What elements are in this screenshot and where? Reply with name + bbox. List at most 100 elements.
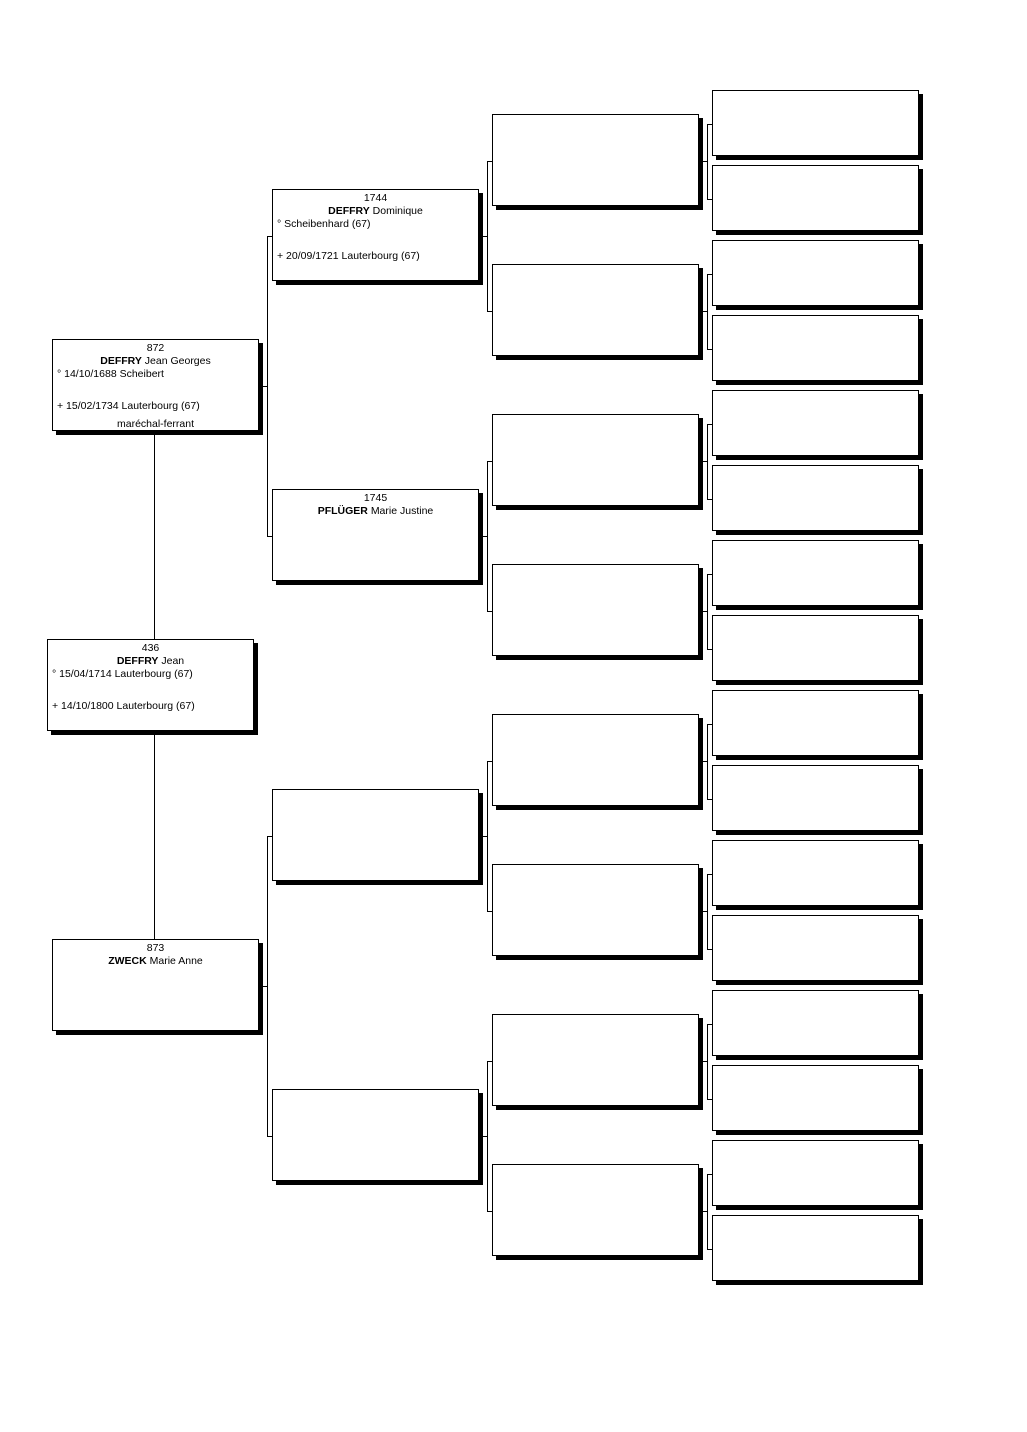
connector-line (267, 536, 273, 537)
connector-line (702, 161, 707, 162)
connector-line (262, 386, 268, 387)
connector-line (702, 1211, 707, 1212)
empty-person-box[interactable] (492, 864, 699, 956)
empty-person-box[interactable] (712, 390, 919, 456)
person-box-872[interactable]: 872 DEFFRY Jean Georges ° 14/10/1688 Sch… (52, 339, 259, 431)
connector-line (707, 1174, 713, 1175)
empty-person-box[interactable] (712, 915, 919, 981)
connector-line (707, 124, 713, 125)
empty-person-box[interactable] (712, 990, 919, 1056)
empty-person-box[interactable] (712, 540, 919, 606)
connector-line (487, 911, 493, 912)
person-box-1744[interactable]: 1744 DEFFRY Dominique ° Scheibenhard (67… (272, 189, 479, 281)
person-surname: DEFFRY (116, 655, 159, 667)
connector-line (707, 1024, 713, 1025)
connector-line (267, 836, 268, 1136)
empty-person-box[interactable] (492, 1014, 699, 1106)
empty-person-box[interactable] (712, 240, 919, 306)
connector-line (707, 949, 713, 950)
person-given-name: Dominique (372, 205, 423, 217)
empty-person-box[interactable] (492, 264, 699, 356)
person-box-436[interactable]: 436 DEFFRY Jean ° 15/04/1714 Lauterbourg… (47, 639, 254, 731)
occupation: maréchal-ferrant (116, 418, 195, 430)
connector-line (707, 874, 708, 949)
birth-info: ° 15/04/1714 Lauterbourg (67) (52, 668, 193, 680)
connector-line (487, 761, 488, 911)
connector-line (707, 1174, 708, 1249)
connector-line (707, 574, 708, 649)
connector-line (487, 461, 493, 462)
connector-line (707, 199, 713, 200)
birth-info: ° 14/10/1688 Scheibert (57, 368, 164, 380)
connector-line (702, 311, 707, 312)
empty-person-box[interactable] (492, 714, 699, 806)
connector-line (707, 874, 713, 875)
connector-line (487, 1061, 488, 1211)
empty-person-box[interactable] (492, 1164, 699, 1256)
sosa-number: 873 (146, 942, 165, 954)
person-surname: ZWECK (108, 955, 147, 967)
connector-line (482, 836, 488, 837)
empty-person-box[interactable] (712, 465, 919, 531)
connector-line (487, 761, 493, 762)
person-box-873[interactable]: 873 ZWECK Marie Anne (52, 939, 259, 1031)
connector-line (487, 461, 488, 611)
person-name: DEFFRY Jean Georges (53, 355, 258, 368)
person-name: PFLÜGER Marie Justine (273, 505, 478, 518)
empty-person-box[interactable] (712, 90, 919, 156)
person-name: DEFFRY Dominique (273, 205, 478, 218)
connector-line (487, 161, 488, 311)
connector-line (707, 424, 713, 425)
connector-line (702, 611, 707, 612)
person-name: DEFFRY Jean (48, 655, 253, 668)
connector-line (487, 611, 493, 612)
sosa-number: 1745 (363, 492, 388, 504)
empty-person-box[interactable] (492, 414, 699, 506)
person-name: ZWECK Marie Anne (53, 955, 258, 968)
empty-person-box[interactable] (712, 840, 919, 906)
connector-line (267, 836, 273, 837)
connector-line (702, 761, 707, 762)
connector-line (707, 1249, 713, 1250)
connector-line (702, 1061, 707, 1062)
empty-person-box[interactable] (712, 690, 919, 756)
person-surname: PFLÜGER (317, 505, 368, 517)
connector-line (487, 311, 493, 312)
death-info: + 20/09/1721 Lauterbourg (67) (277, 250, 420, 262)
birth-info: ° Scheibenhard (67) (277, 218, 371, 230)
empty-person-box[interactable] (712, 1065, 919, 1131)
empty-person-box[interactable] (712, 1140, 919, 1206)
empty-person-box[interactable] (272, 789, 479, 881)
connector-line (482, 536, 488, 537)
connector-line (707, 799, 713, 800)
connector-line (707, 274, 713, 275)
empty-person-box[interactable] (272, 1089, 479, 1181)
person-surname: DEFFRY (328, 205, 370, 217)
connector-line (267, 236, 268, 536)
death-info: + 15/02/1734 Lauterbourg (67) (57, 400, 200, 412)
empty-person-box[interactable] (712, 765, 919, 831)
connector-line (487, 1211, 493, 1212)
sosa-number: 436 (141, 642, 160, 654)
empty-person-box[interactable] (712, 165, 919, 231)
connector-line (487, 1061, 493, 1062)
empty-person-box[interactable] (492, 114, 699, 206)
connector-line (707, 649, 713, 650)
sosa-number: 1744 (363, 192, 388, 204)
person-given-name: Jean Georges (144, 355, 211, 367)
connector-line (707, 274, 708, 349)
person-given-name: Marie Justine (370, 505, 434, 517)
connector-line (482, 236, 488, 237)
person-box-1745[interactable]: 1745 PFLÜGER Marie Justine (272, 489, 479, 581)
connector-line (707, 349, 713, 350)
empty-person-box[interactable] (492, 564, 699, 656)
connector-line (267, 236, 273, 237)
empty-person-box[interactable] (712, 315, 919, 381)
empty-person-box[interactable] (712, 615, 919, 681)
sosa-number: 872 (146, 342, 165, 354)
connector-line (707, 424, 708, 499)
connector-line (487, 161, 493, 162)
empty-person-box[interactable] (712, 1215, 919, 1281)
connector-line (707, 1024, 708, 1099)
connector-line (707, 499, 713, 500)
